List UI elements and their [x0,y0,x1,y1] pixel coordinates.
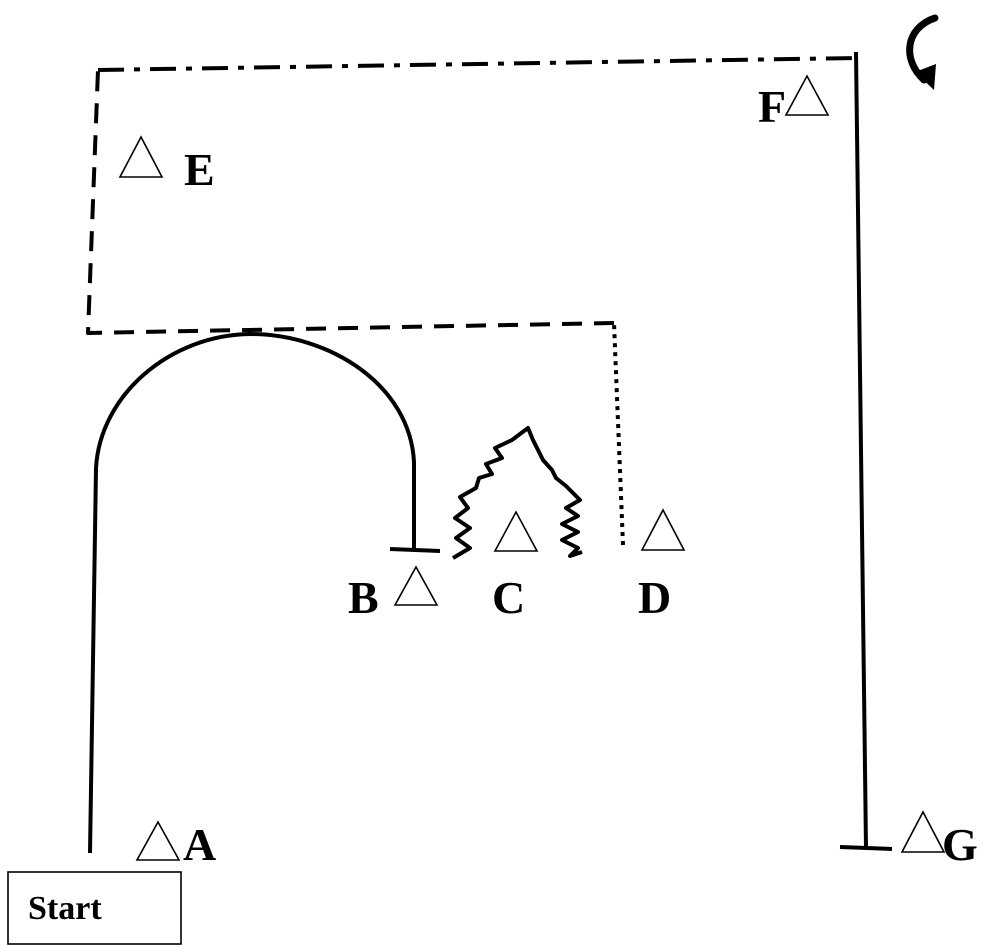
triangle-cone-icon [784,74,830,116]
marker-label-g: G [942,819,978,870]
path-dashed-e [86,69,615,335]
marker-e: E [118,135,215,195]
triangle-cone-icon [640,508,686,551]
marker-a: A [135,819,216,870]
triangle-cone-icon [900,810,946,853]
start-label: Start [28,890,102,927]
marker-label-c: C [492,572,525,623]
path-f-to-g [854,51,868,849]
triangle-cone-icon [393,565,439,606]
triangle-cone-icon [493,510,539,552]
stop-bar-g [839,845,893,851]
marker-b: B [348,565,439,623]
path-start-to-b [88,332,416,854]
marker-label-a: A [183,819,216,870]
marker-label-f: F [758,81,786,132]
marker-label-b: B [348,572,379,623]
path-zigzag-c [451,426,583,560]
marker-g: G [900,810,978,870]
marker-d: D [638,508,686,623]
triangle-cone-icon [135,820,181,861]
marker-c: C [492,510,539,623]
path-dotted-d [612,322,625,546]
marker-label-d: D [638,572,671,623]
marker-f: F [758,74,830,132]
path-dashdot-f [97,56,857,72]
start-box: Start [7,871,182,945]
triangle-cone-icon [118,135,164,178]
stop-bar-b [389,547,441,553]
marker-label-e: E [184,144,215,195]
curved-arrow-icon [906,14,939,90]
